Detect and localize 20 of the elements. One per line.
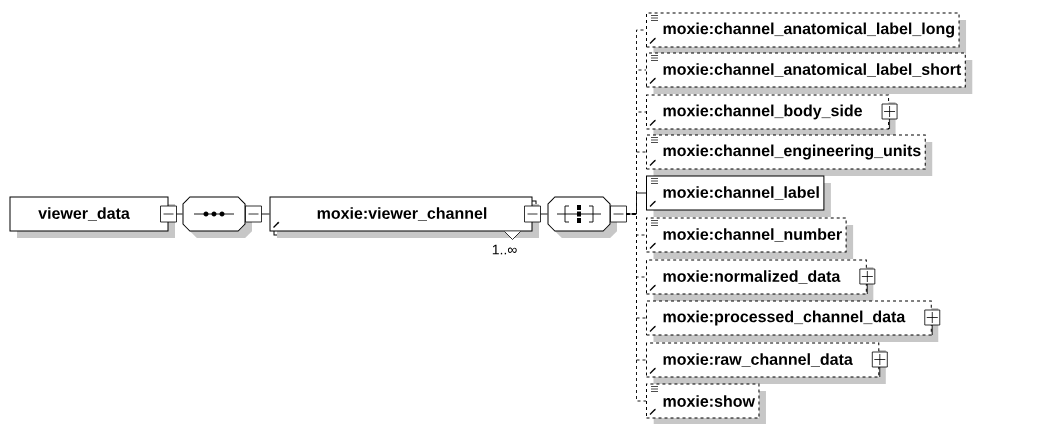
element-box: moxie:show <box>646 383 766 424</box>
connector-line <box>540 213 548 215</box>
element-box: moxie:channel_body_side <box>646 94 896 136</box>
element-box: moxie:normalized_data <box>646 259 874 301</box>
element-box: viewer_data <box>9 196 177 238</box>
element-box: moxie:processed_channel_data <box>646 300 939 342</box>
element-box: moxie:channel_number <box>646 217 854 259</box>
element-box: moxie:channel_label <box>646 175 831 217</box>
connector-line <box>261 213 270 215</box>
compositor-octagon <box>182 196 262 238</box>
element-box: moxie:viewer_channel <box>269 196 541 240</box>
element-box: moxie:channel_anatomical_label_short <box>646 52 973 94</box>
element-box: moxie:channel_engineering_units <box>646 134 933 176</box>
element-box: moxie:raw_channel_data <box>646 342 886 384</box>
multiplicity-label: 1..∞ <box>492 244 517 255</box>
connector-line <box>176 213 183 215</box>
element-box: moxie:channel_anatomical_label_long <box>646 12 967 54</box>
compositor-octagon <box>547 196 627 238</box>
connector-line <box>626 192 647 215</box>
connector-line <box>626 213 647 402</box>
